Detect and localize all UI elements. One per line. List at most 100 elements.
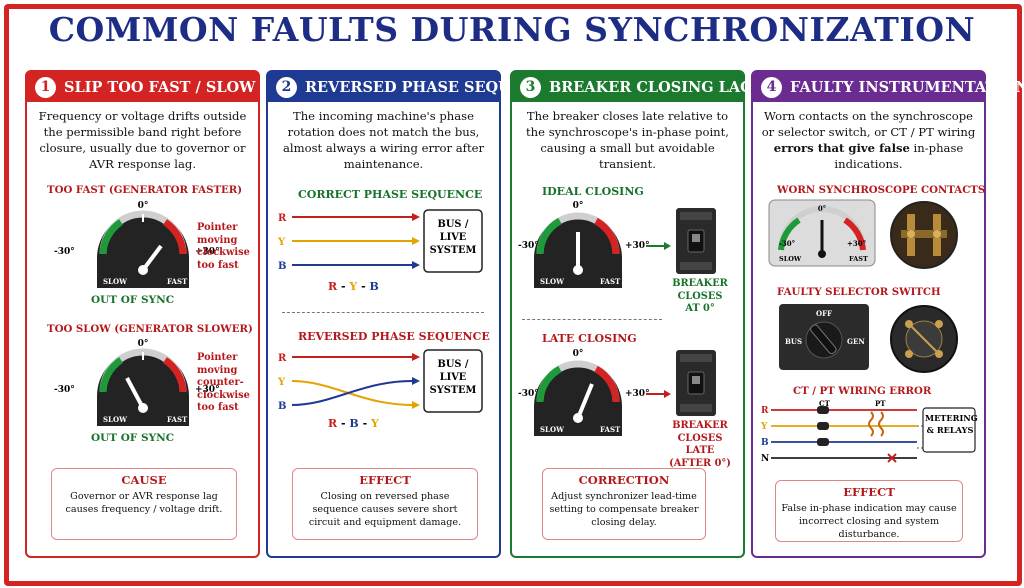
selector-switch-icon: OFF BUS GEN (779, 304, 869, 370)
too-fast-title: TOO FAST (GENERATOR FASTER) (47, 184, 243, 196)
reversed-sequence-diagram: R Y B (277, 349, 483, 413)
gauge-zero-label: 0° (818, 204, 826, 213)
fast-pointer-note: Pointer moving clockwise too fast (197, 222, 250, 271)
synchroscope-gauge-fast: 0° -30° +30° SLOW FAST (54, 201, 220, 288)
correction-body: Adjust synchronizer lead-time setting to… (549, 491, 699, 528)
panel-phase-intro: The incoming machine's phase rotation do… (283, 109, 484, 171)
ideal-closing-title: IDEAL CLOSING (542, 185, 644, 198)
gauge-zero-label: 0° (138, 201, 149, 211)
selector-contacts-closeup (890, 305, 958, 373)
number-badge: 2 (276, 76, 297, 98)
slow-pointer-note: Pointer moving counter-clockwise too fas… (197, 352, 250, 413)
panel-breaker-lag: 3 BREAKER CLOSING LAG The breaker closes… (510, 70, 753, 558)
correction-box: CORRECTION Adjust synchronizer lead-time… (542, 468, 706, 540)
wire-n-label: N (761, 454, 769, 464)
effect-box-instr: EFFECT False in-phase indication may cau… (775, 480, 963, 542)
gauge-zero-label: 0° (573, 201, 584, 211)
wire-r-label: R (761, 406, 769, 416)
gauge-minus-label: -30° (54, 385, 75, 395)
gauge-fast-label: FAST (600, 277, 621, 286)
effect-title: EFFECT (359, 473, 411, 487)
gauge-minus-label: -30° (518, 241, 539, 251)
number-badge: 4 (761, 76, 782, 98)
gauge-minus-label: -30° (779, 239, 795, 248)
circuit-breaker-icon (676, 208, 716, 274)
effect-body: False in-phase indication may cause inco… (781, 503, 957, 540)
gauge-plus-label: +30° (195, 247, 220, 257)
panel-instrumentation: 4 FAULTY INSTRUMENTATION Worn contacts o… (751, 70, 1024, 558)
gauge-slow-label: SLOW (540, 277, 564, 286)
panel-instr-intro: Worn contacts on the synchroscope or sel… (761, 109, 976, 171)
phase-r-label: R (278, 353, 287, 364)
poster-title: COMMON FAULTS DURING SYNCHRONIZATION (48, 10, 976, 49)
effect-body: Closing on reversed phase sequence cause… (308, 491, 462, 528)
gauge-slow-label: SLOW (103, 277, 127, 286)
gauge-plus-label: +30° (625, 389, 650, 399)
gauge-fast-label: FAST (600, 425, 621, 434)
late-closing-title: LATE CLOSING (542, 332, 637, 345)
reversed-sequence-text: R - B - Y (328, 417, 379, 430)
phase-y-label: Y (277, 377, 286, 388)
panel-phase-header: 2 REVERSED PHASE SEQUENCE (268, 72, 558, 102)
ctpt-wiring-diagram: R Y B N CT PT (760, 399, 976, 464)
selector-gen-label: GEN (847, 337, 865, 346)
ctpt-error-title: CT / PT WIRING ERROR (793, 385, 932, 397)
gauge-fast-label: FAST (167, 277, 188, 286)
phase-y-label: Y (277, 237, 286, 248)
phase-r-label: R (278, 213, 287, 224)
cause-box: CAUSE Governor or AVR response lag cause… (51, 468, 237, 540)
synchroscope-gauge-slow: 0° -30° +30° SLOW FAST (54, 339, 220, 426)
correction-title: CORRECTION (578, 473, 670, 487)
selector-bus-label: BUS (785, 337, 802, 346)
gauge-plus-label: +30° (847, 239, 866, 248)
phase-b-label: B (278, 261, 286, 272)
selector-off-label: OFF (816, 309, 832, 318)
gauge-minus-label: -30° (54, 247, 75, 257)
panel-slip-intro: Frequency or voltage drifts outside the … (38, 109, 247, 171)
gauge-slow-label: SLOW (779, 255, 802, 263)
worn-contacts-closeup (890, 201, 958, 269)
effect-title: EFFECT (843, 485, 895, 499)
faulty-selector-title: FAULTY SELECTOR SWITCH (777, 286, 941, 298)
reversed-sequence-title: REVERSED PHASE SEQUENCE (298, 330, 490, 343)
divider (522, 319, 662, 320)
gauge-plus-label: +30° (195, 385, 220, 395)
effect-box-phase: EFFECT Closing on reversed phase sequenc… (292, 468, 478, 540)
bus-box-correct: BUS / LIVE SYSTEM (429, 219, 477, 256)
correct-sequence-diagram: R Y B (277, 209, 483, 273)
ideal-closing-note: BREAKER CLOSES AT 0° (672, 278, 728, 314)
panel-instr-title: FAULTY INSTRUMENTATION (790, 78, 1024, 96)
phase-b-label: B (278, 401, 286, 412)
panel-slip: 1 SLIP TOO FAST / SLOW Frequency or volt… (25, 70, 260, 558)
too-slow-title: TOO SLOW (GENERATOR SLOWER) (47, 323, 253, 335)
gauge-slow-label: SLOW (103, 415, 127, 424)
pt-label: PT (875, 399, 886, 408)
panel-breaker-header: 3 BREAKER CLOSING LAG (512, 72, 753, 102)
worn-contacts-title: WORN SYNCHROSCOPE CONTACTS (777, 184, 986, 196)
gauge-slow-label: SLOW (540, 425, 564, 434)
correct-sequence-title: CORRECT PHASE SEQUENCE (298, 188, 483, 201)
wire-y-label: Y (760, 422, 768, 432)
panel-slip-header: 1 SLIP TOO FAST / SLOW (27, 72, 258, 102)
panel-instr-header: 4 FAULTY INSTRUMENTATION (753, 72, 1024, 102)
gauge-minus-label: -30° (518, 389, 539, 399)
divider (282, 312, 484, 313)
panel-slip-title: SLIP TOO FAST / SLOW (64, 78, 256, 96)
synchroscope-gauge-late: 0° -30° +30° SLOW FAST (518, 349, 671, 436)
correct-sequence-text: R - Y - B (328, 280, 379, 293)
worn-synchroscope-gauge: 0° -30° +30° SLOW FAST (768, 199, 876, 267)
cause-title: CAUSE (121, 473, 167, 487)
bus-box-reversed: BUS / LIVE SYSTEM (429, 359, 477, 396)
panel-breaker-intro: The breaker closes late relative to the … (526, 109, 729, 171)
number-badge: 3 (520, 76, 541, 98)
wire-b-label: B (761, 438, 769, 448)
circuit-breaker-icon (676, 350, 716, 416)
gauge-fast-label: FAST (849, 255, 868, 263)
gauge-fast-label: FAST (167, 415, 188, 424)
cause-body: Governor or AVR response lag causes freq… (65, 491, 223, 515)
fast-out-of-sync: OUT OF SYNC (91, 294, 175, 306)
synchroscope-gauge-ideal: 0° -30° +30° SLOW FAST (518, 201, 671, 288)
gauge-zero-label: 0° (573, 349, 584, 359)
late-closing-note: BREAKER CLOSES LATE (AFTER 0°) (669, 420, 731, 469)
gauge-plus-label: +30° (625, 241, 650, 251)
